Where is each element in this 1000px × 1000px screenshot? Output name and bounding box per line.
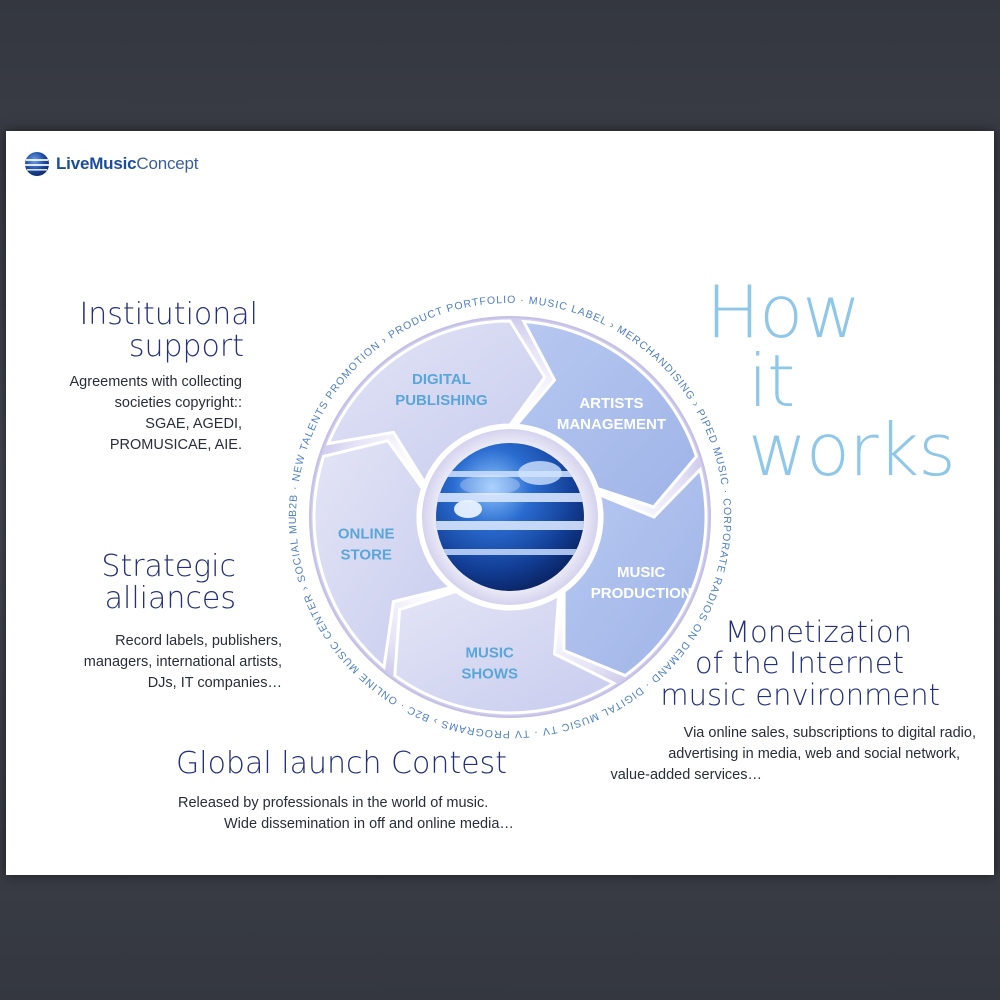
how-it-works-title: How it works [706, 270, 956, 493]
segment-label: MUSIC [466, 645, 515, 662]
strategic-title-line1: Strategic [101, 549, 236, 584]
wheel-segment [562, 466, 708, 678]
segment-label: SHOWS [461, 666, 518, 683]
institutional-body-line4: PROMUSICAE, AIE. [109, 437, 242, 454]
monetization-body: Via online sales, subscriptions to digit… [610, 723, 976, 786]
contest-body: Released by professionals in the world o… [178, 793, 514, 835]
institutional-title-line2: support [128, 329, 244, 365]
segment-labels: DIGITAL PUBLISHING ARTISTS MANAGEMENT MUSIC P… [338, 371, 692, 682]
segment-label: PRODUCTION [591, 585, 692, 602]
monetization-title: Monetization of the Internet music envir… [660, 615, 940, 712]
monetization-title-line3: music environment [660, 677, 940, 712]
institutional-body: Agreements with collecting societies cop… [70, 372, 242, 456]
slide-card: LiveMusicConcept How it works Institutio… [6, 131, 994, 875]
business-wheel: B2B · NEW TALENTS PROMOTION › PRODUCT PO… [250, 257, 732, 740]
strategic-body: Record labels, publishers, managers, int… [84, 631, 282, 694]
strategic-title-line2: alliances [104, 581, 236, 617]
monetization-body-line2: advertising in media, web and social net… [668, 746, 960, 763]
wheel-segment [393, 589, 617, 715]
logo: LiveMusicConcept [24, 149, 199, 179]
segment-label: STORE [341, 546, 392, 563]
strategic-body-line1: Record labels, publishers, [115, 633, 282, 649]
segment-label: DIGITAL [412, 371, 471, 388]
strategic-body-line2: managers, international artists, [83, 654, 282, 671]
how-line1: How [706, 270, 861, 354]
institutional-title: Institutional support [79, 297, 258, 365]
wheel-segment [312, 438, 455, 671]
contest-body-line2: Wide dissemination in off and online med… [224, 816, 514, 833]
monetization-title-line2: of the Internet [694, 646, 904, 681]
wheel-segments [312, 319, 708, 715]
wheel-segment [513, 319, 699, 509]
how-line3: works [748, 408, 956, 493]
segment-label: MANAGEMENT [557, 416, 666, 433]
globe-sphere-icon [436, 443, 584, 591]
strategic-body-line3: DJs, IT companies… [147, 675, 282, 692]
institutional-body-line2: societies copyright:: [114, 395, 242, 412]
monetization-body-line3: value-added services… [610, 767, 762, 784]
contest-title: Global launch Contest [176, 746, 507, 781]
monetization-body-line1: Via online sales, subscriptions to digit… [683, 725, 976, 741]
how-line2: it [748, 339, 795, 424]
contest-body-line1: Released by professionals in the world o… [178, 795, 489, 811]
segment-label: MUSIC [617, 564, 666, 581]
strategic-title: Strategic alliances [101, 549, 236, 617]
globe-logo-icon [25, 152, 49, 176]
brand-name: LiveMusicConcept [56, 154, 199, 173]
segment-label: PUBLISHING [395, 392, 488, 409]
monetization-title-line1: Monetization [725, 615, 912, 649]
institutional-body-line1: Agreements with collecting [69, 374, 242, 390]
institutional-body-line3: SGAE, AGEDI, [145, 416, 242, 433]
institutional-title-line1: Institutional [79, 297, 258, 332]
segment-label: ARTISTS [579, 395, 643, 412]
wheel-segment [325, 319, 547, 486]
segment-label: ONLINE [338, 525, 395, 542]
